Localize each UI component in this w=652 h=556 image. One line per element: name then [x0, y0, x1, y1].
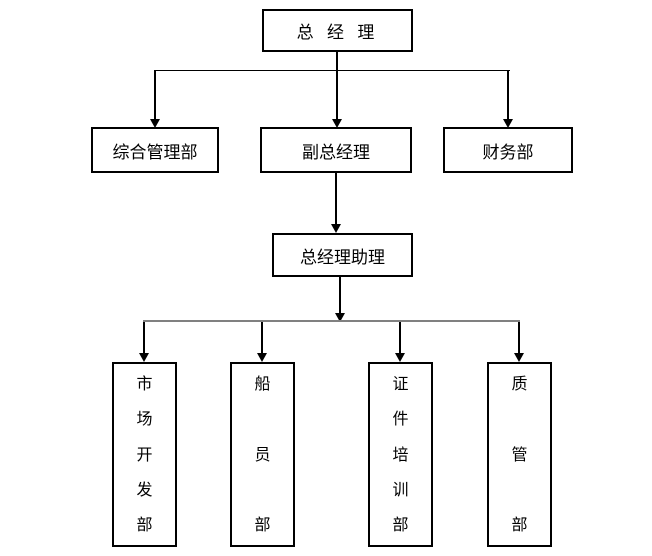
node-label-char: 件 [392, 409, 409, 429]
arrowhead-to-admin-icon [150, 119, 160, 128]
arrowhead-to-finance-icon [503, 119, 513, 128]
connector-market-drop-line [143, 322, 145, 353]
arrowhead-to-assistant-icon [331, 224, 341, 233]
node-admin-dept-label: 综合管理部 [112, 142, 198, 163]
node-deputy-general-manager-label: 副总经理 [302, 142, 370, 163]
node-admin-dept: 综合管理部 [91, 127, 219, 173]
node-market-dev-dept: 市场开发部 [112, 362, 177, 547]
connector-level2-horizontal-line [154, 70, 510, 71]
arrowhead-to-crew-icon [257, 353, 267, 362]
node-label-char: 训 [392, 479, 409, 499]
node-label-char: 部 [254, 515, 271, 534]
node-label-char: 管 [511, 444, 528, 464]
arrowhead-to-quality-icon [514, 353, 524, 362]
arrowhead-to-cert-icon [395, 353, 405, 362]
connector-gm-stem-line [336, 51, 338, 119]
node-label-char: 船 [254, 374, 271, 393]
connector-finance-drop-line [507, 70, 509, 119]
connector-admin-drop-line [154, 70, 156, 119]
node-cert-training-dept: 证件培训部 [368, 362, 433, 547]
node-deputy-general-manager: 副总经理 [260, 127, 412, 173]
node-general-manager: 总 经 理 [262, 9, 413, 52]
connector-assistant-stem-line [339, 277, 341, 313]
node-label-char: 场 [136, 409, 153, 429]
node-label-char: 部 [136, 515, 153, 534]
connector-level4-horizontal-line [143, 320, 520, 322]
node-label-char: 市 [136, 374, 153, 393]
node-label-char: 部 [392, 515, 409, 534]
node-label-char: 证 [392, 374, 409, 393]
node-label-char: 员 [254, 444, 271, 464]
connector-crew-drop-line [261, 322, 263, 353]
node-label-char: 质 [511, 374, 528, 393]
connector-deputy-to-assistant-line [335, 173, 337, 224]
node-label-char: 培 [392, 444, 409, 464]
connector-quality-drop-line [518, 322, 520, 353]
node-label-char: 发 [136, 479, 153, 499]
node-finance-dept-label: 财务部 [482, 142, 534, 163]
connector-cert-drop-line [399, 322, 401, 353]
node-gm-assistant-label: 总经理助理 [300, 247, 385, 268]
arrowhead-to-market-icon [139, 353, 149, 362]
node-quality-dept: 质管部 [487, 362, 552, 547]
node-label-char: 部 [511, 515, 528, 534]
arrowhead-to-deputy-icon [332, 119, 342, 128]
node-crew-dept: 船员部 [230, 362, 295, 547]
node-label-char: 开 [136, 444, 153, 464]
node-finance-dept: 财务部 [443, 127, 573, 173]
node-gm-assistant: 总经理助理 [272, 233, 413, 277]
arrowhead-to-level4-junction-icon [335, 313, 345, 322]
node-general-manager-label: 总 经 理 [296, 23, 379, 43]
